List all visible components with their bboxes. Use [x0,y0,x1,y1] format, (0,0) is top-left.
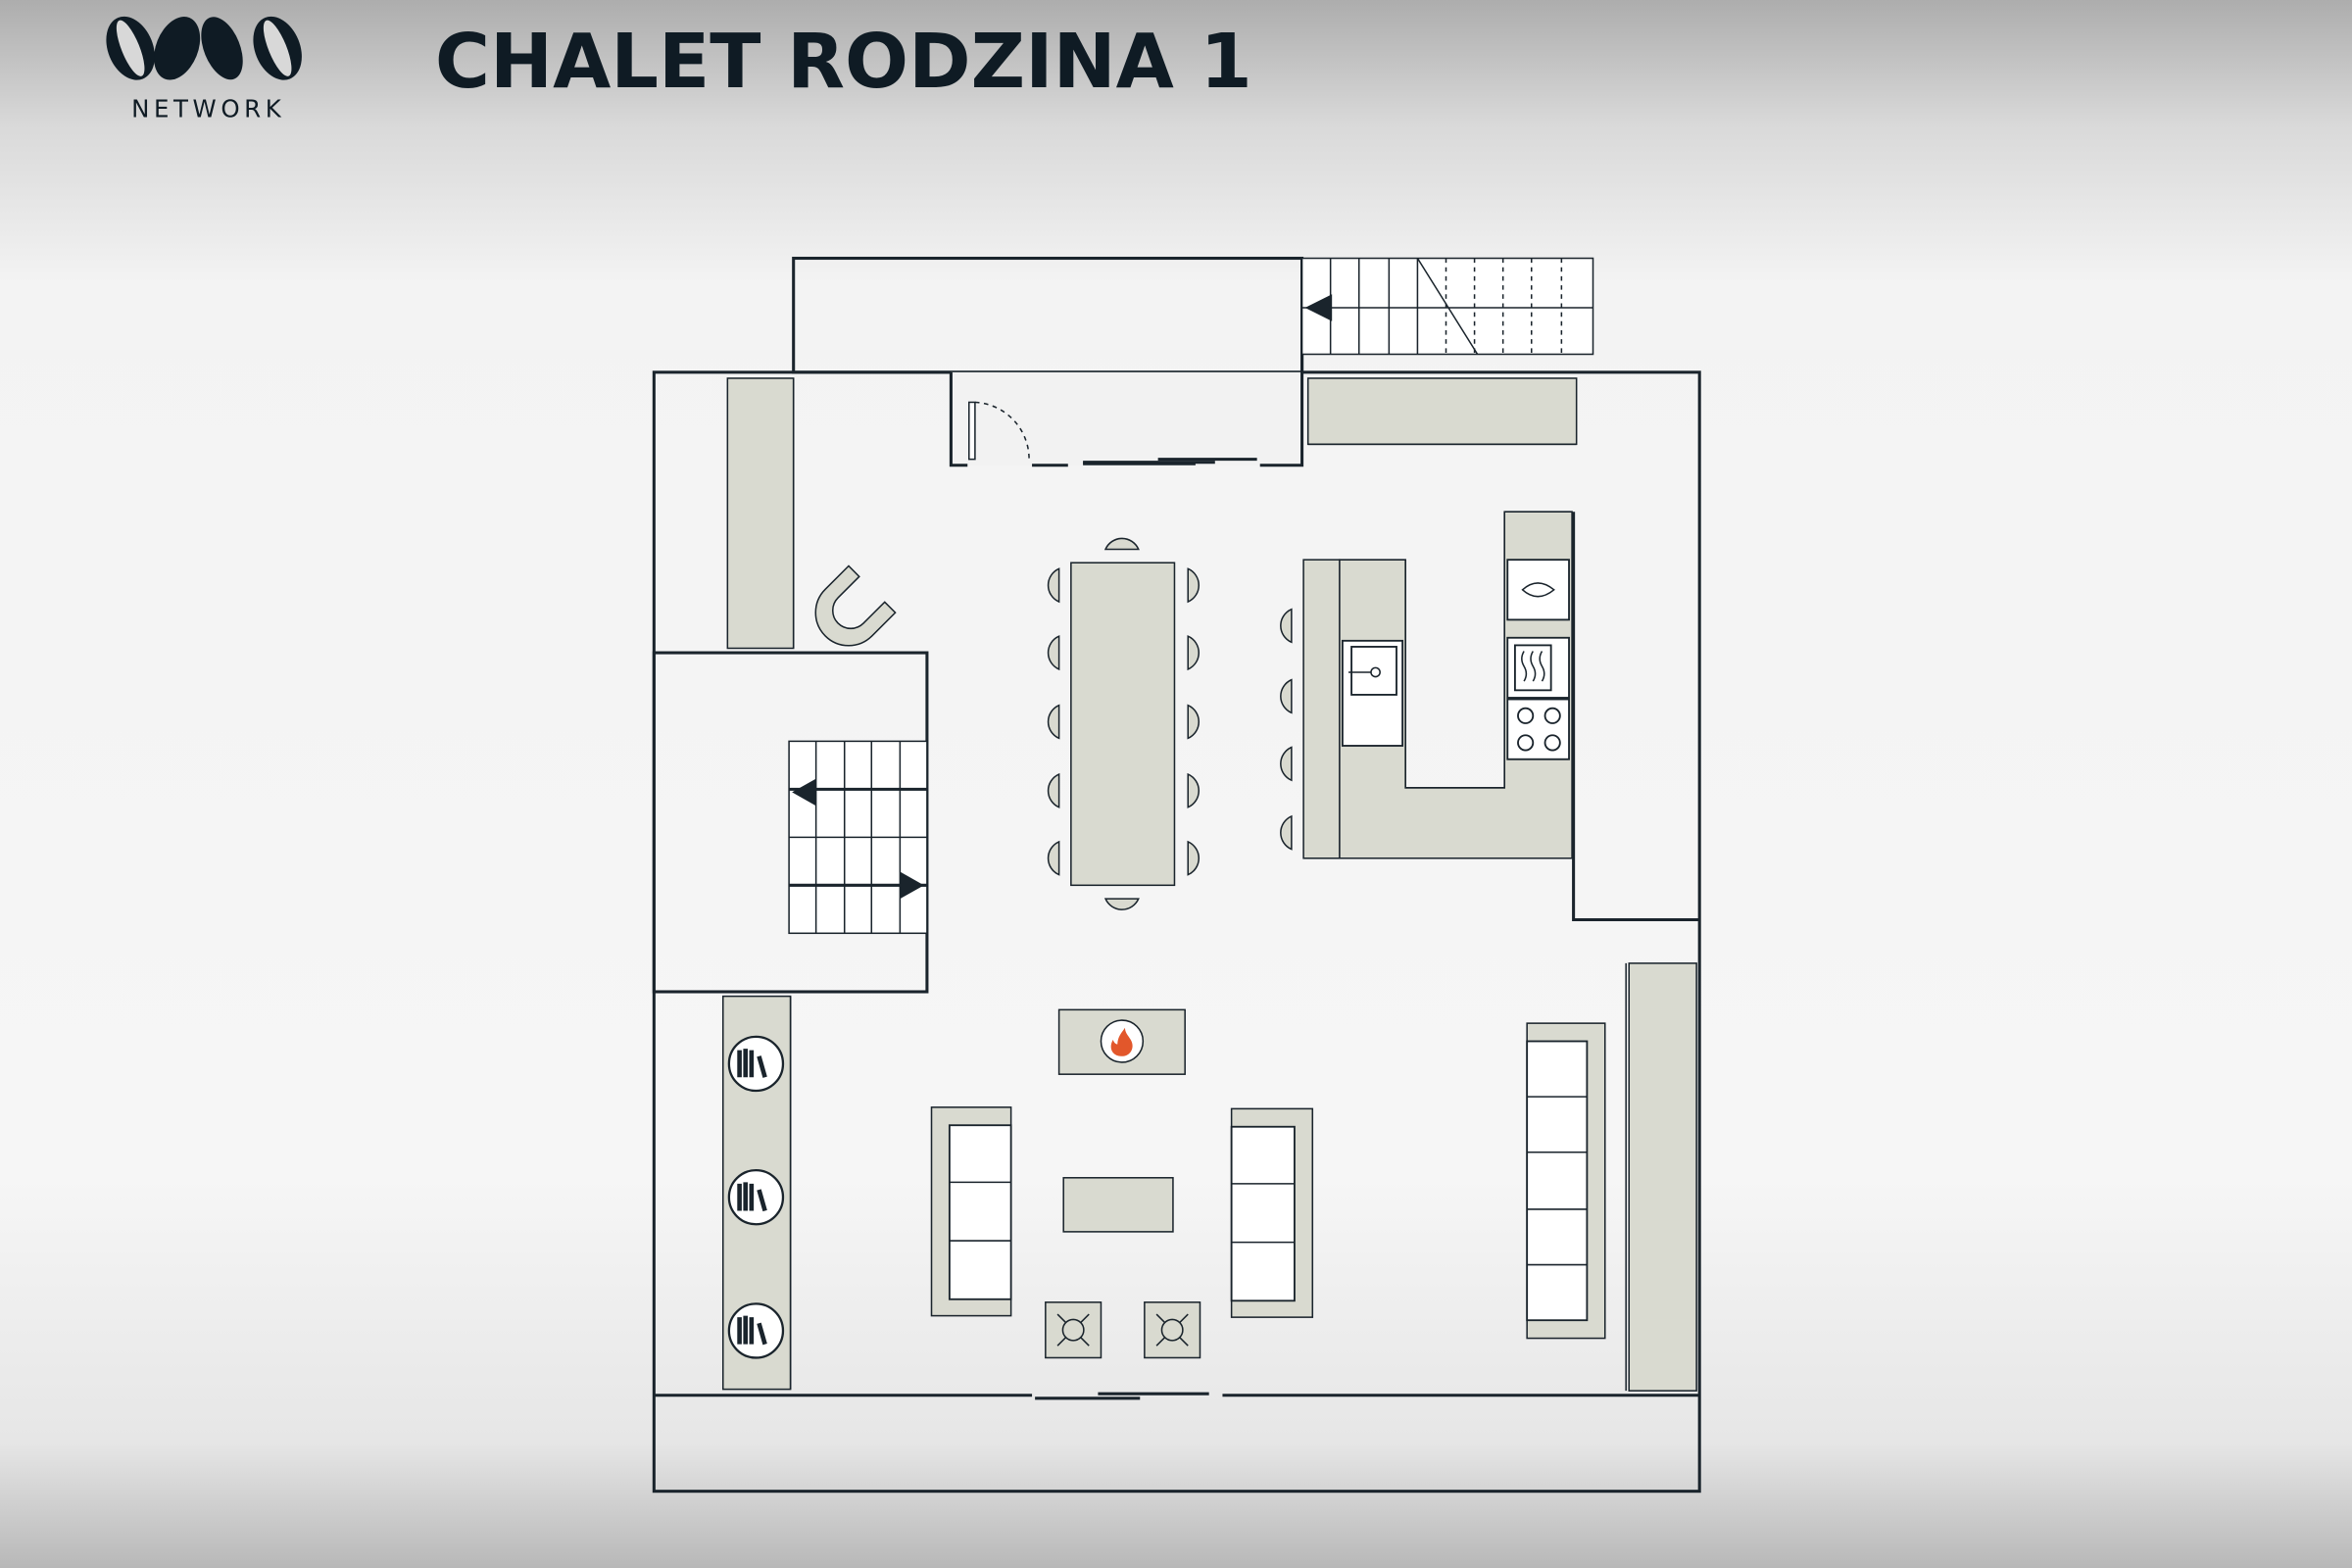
arrow-icon [792,778,816,807]
side-tables [1045,1301,1201,1359]
kitchen [1302,511,1573,859]
water-drop-icon [1506,559,1570,621]
chair [1187,567,1200,604]
chair [1103,537,1140,551]
chair [1280,608,1293,644]
fire-icon [1110,1027,1133,1056]
books-icon [727,1035,785,1093]
chair [1280,814,1293,851]
logo-mark [106,16,302,80]
staircase-top [1300,257,1594,356]
sink-icon [1341,639,1404,747]
chair [1187,840,1200,876]
chair [1280,678,1293,714]
bookshelf [727,1035,785,1359]
chair [1187,772,1200,808]
hob-icon [1506,698,1570,760]
arrow-icon [1304,294,1333,321]
chair [1187,635,1200,671]
chair [1280,746,1293,782]
chair [1047,704,1060,740]
page-title: CHALET RODZINA 1 [435,19,1252,106]
chair [1103,898,1140,910]
coffee-table [1062,1177,1174,1233]
logo-text: NETWORK [131,95,285,123]
chair [1047,567,1060,604]
books-icon [727,1168,785,1226]
sofa-right [1230,1107,1314,1318]
chair [1047,772,1060,808]
bar-stools [1280,608,1293,851]
microwave-icon [1506,636,1570,699]
chair [1047,635,1060,671]
dining-chairs [1047,537,1200,910]
arrow-icon [900,871,924,900]
walls [652,256,1701,1494]
books-icon [727,1302,785,1359]
armchair [814,564,897,647]
staircase-left [788,740,928,935]
chair [1187,704,1200,740]
dining-table [1070,562,1176,887]
sofa-far-right [1526,1022,1606,1340]
logo: NETWORK [106,16,302,123]
sofa-left [930,1106,1012,1317]
door-annex [968,401,1030,463]
chair [1047,840,1060,876]
fireplace [1057,1008,1186,1075]
